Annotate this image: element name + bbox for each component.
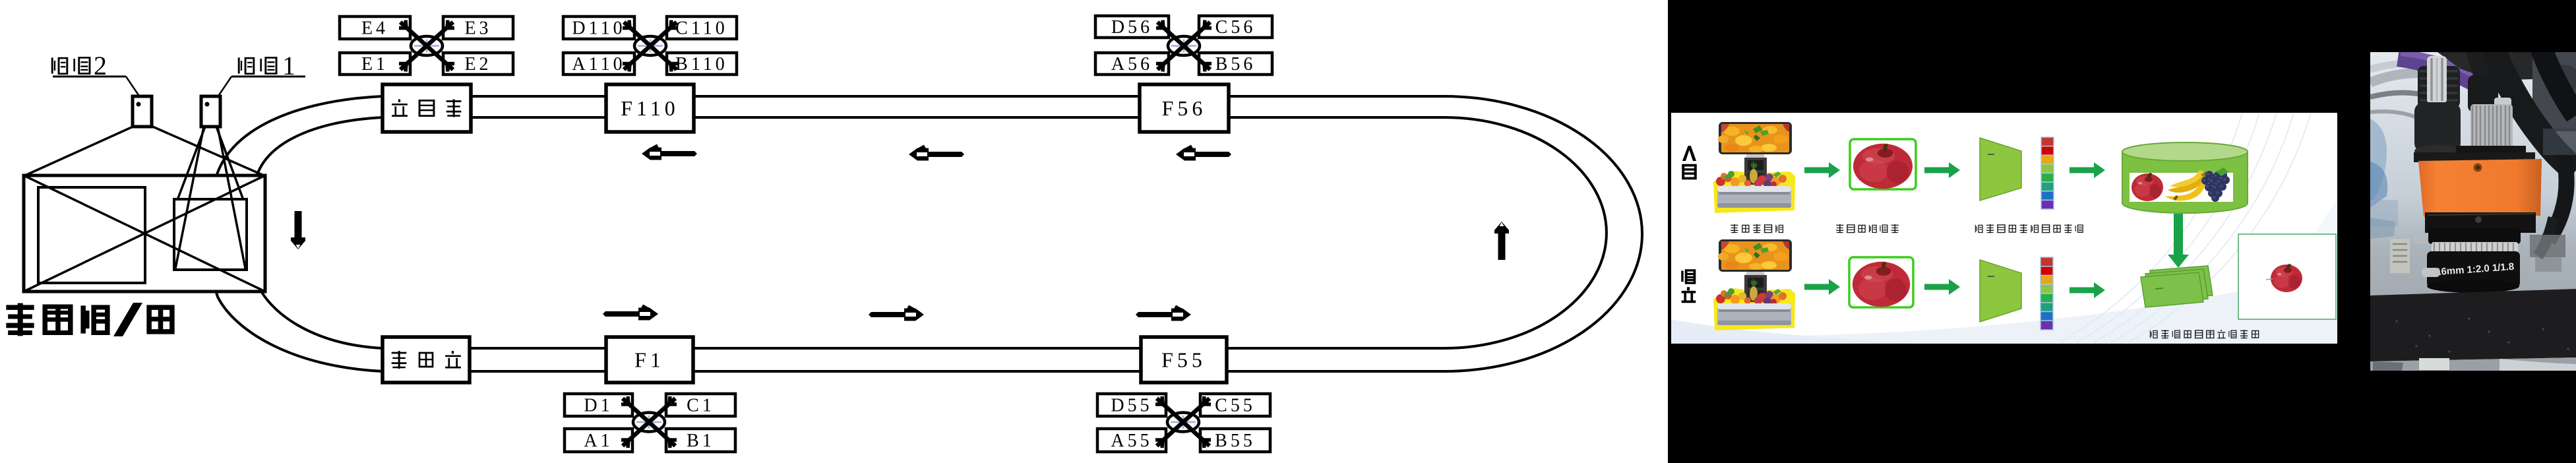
svg-text:D1: D1 [584, 396, 613, 416]
svg-text:C55: C55 [1215, 396, 1256, 416]
svg-text:B1: B1 [687, 431, 715, 451]
svg-text:D55: D55 [1111, 396, 1152, 416]
svg-text:E1: E1 [361, 54, 388, 75]
svg-text:A1: A1 [584, 431, 613, 451]
svg-text:B110: B110 [675, 54, 728, 75]
svg-text:2: 2 [94, 51, 107, 80]
svg-text:E2: E2 [464, 54, 491, 75]
svg-text:C110: C110 [675, 18, 728, 39]
svg-text:D110: D110 [572, 18, 625, 39]
svg-text:A56: A56 [1111, 54, 1153, 75]
svg-text:B56: B56 [1215, 54, 1256, 75]
svg-text:D56: D56 [1111, 17, 1153, 38]
svg-text:B55: B55 [1215, 431, 1256, 451]
svg-text:C56: C56 [1215, 17, 1256, 38]
svg-text:E4: E4 [361, 18, 388, 39]
svg-text:A110: A110 [572, 54, 625, 75]
svg-text:1: 1 [282, 51, 295, 80]
svg-text:F110: F110 [621, 96, 679, 120]
svg-text:F1: F1 [634, 348, 665, 372]
svg-text:A55: A55 [1111, 431, 1152, 451]
svg-text:C1: C1 [687, 396, 715, 416]
svg-text:F56: F56 [1162, 96, 1207, 120]
svg-text:F55: F55 [1161, 348, 1206, 372]
svg-text:E3: E3 [464, 18, 491, 39]
